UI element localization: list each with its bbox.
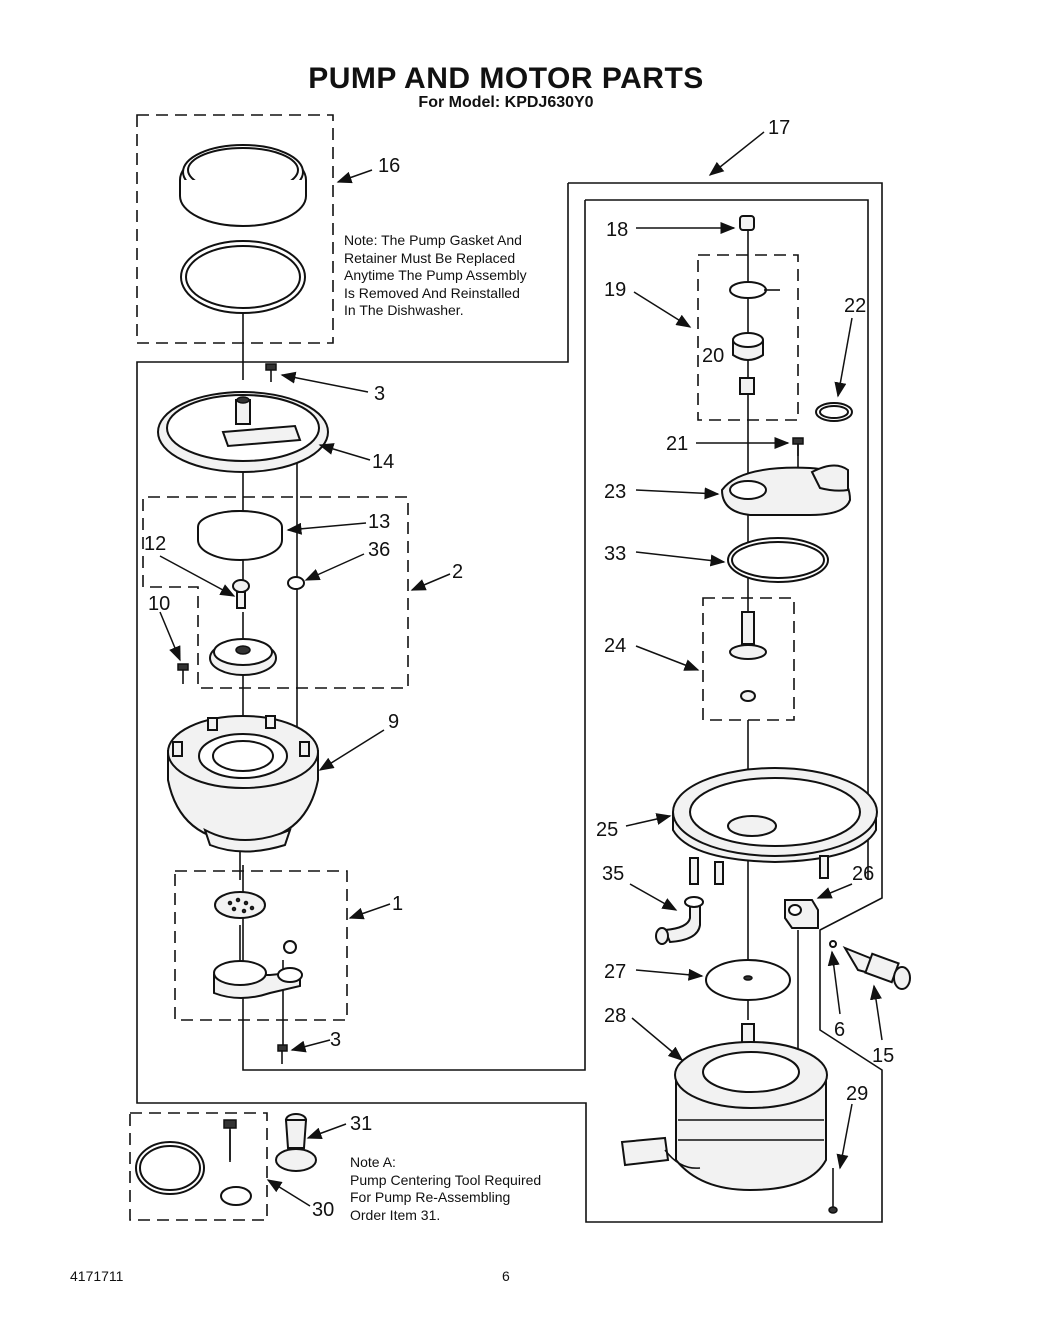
gasket-note-line: Note: The Pump Gasket And xyxy=(344,232,522,248)
chopper-housing xyxy=(213,940,303,999)
callout-31: 31 xyxy=(350,1113,372,1135)
callout-23: 23 xyxy=(604,481,626,503)
gasket-note-line: Anytime The Pump Assembly xyxy=(344,267,527,283)
note-a-line: Pump Centering Tool Required xyxy=(350,1171,542,1188)
bracket-part-26 xyxy=(784,899,819,929)
callout-36: 36 xyxy=(368,539,390,561)
gasket-note-line: Is Removed And Reinstalled xyxy=(344,284,520,301)
gasket-part-33 xyxy=(727,537,829,583)
callout-10: 10 xyxy=(148,593,170,615)
screw-part-29 xyxy=(828,1168,838,1214)
callout-24: 24 xyxy=(604,635,626,657)
impeller-group-box xyxy=(142,496,409,689)
motor-part-28 xyxy=(620,1023,828,1192)
chopper-group-box xyxy=(174,870,348,1021)
disc-part-27 xyxy=(705,959,791,1001)
nut-part-18 xyxy=(739,215,755,231)
callout-22: 22 xyxy=(844,295,866,317)
callout-1: 1 xyxy=(392,893,403,915)
pump-cover-part-14 xyxy=(157,391,329,473)
callout-15: 15 xyxy=(872,1045,894,1067)
callout-2: 2 xyxy=(452,561,463,583)
callout-35: 35 xyxy=(602,863,624,885)
callout-13: 13 xyxy=(368,511,390,533)
screw-part-10 xyxy=(177,663,189,684)
seal-part-20 xyxy=(732,332,764,395)
gasket-note-line: Retainer Must Be Replaced xyxy=(344,249,516,266)
retainer-ring xyxy=(180,240,306,314)
motor-mount-part-25 xyxy=(672,767,878,885)
note-a: Note A: Pump Centering Tool Required For… xyxy=(350,1154,541,1224)
page-title: PUMP AND MOTOR PARTS xyxy=(308,62,704,95)
washer-part-6 xyxy=(829,940,837,948)
callout-18: 18 xyxy=(606,219,628,241)
callout-9: 9 xyxy=(388,711,399,733)
plate-part-23 xyxy=(720,464,852,516)
impeller xyxy=(209,638,277,676)
callout-29: 29 xyxy=(846,1083,868,1105)
screw-part-21 xyxy=(792,437,804,456)
callout-12: 12 xyxy=(144,533,166,555)
o-ring-part-22 xyxy=(815,402,853,422)
gasket-note-line: In The Dishwasher. xyxy=(344,302,464,318)
note-a-line: Order Item 31. xyxy=(350,1206,441,1223)
ring-part-13 xyxy=(197,510,283,561)
callout-leaders xyxy=(159,131,883,1207)
callout-16: 16 xyxy=(378,155,400,177)
screw-part-3-top xyxy=(265,363,277,382)
model-subtitle: For Model: KPDJ630Y0 xyxy=(418,94,594,111)
callout-28: 28 xyxy=(604,1005,626,1027)
pump-housing-part-9 xyxy=(167,715,319,853)
callout-6: 6 xyxy=(834,1019,845,1041)
callout-26: 26 xyxy=(852,863,874,885)
callout-30: 30 xyxy=(312,1199,334,1221)
page-number: 6 xyxy=(502,1268,510,1284)
gasket-note: Note: The Pump Gasket And Retainer Must … xyxy=(344,232,527,320)
pump-gasket-part-16 xyxy=(179,144,307,227)
callout-25: 25 xyxy=(596,819,618,841)
clip-part-19 xyxy=(729,281,780,299)
gasket-retainer-box xyxy=(136,114,334,344)
callout-19: 19 xyxy=(604,279,626,301)
chopper-plate xyxy=(214,891,266,919)
centering-tool-part-31 xyxy=(275,1113,317,1172)
callout-20: 20 xyxy=(702,345,724,367)
callout-3-top: 3 xyxy=(374,383,385,405)
shaft-seal-part-24 xyxy=(729,611,767,702)
callout-labels: 16 17 18 19 20 22 3 14 21 23 13 12 36 2 … xyxy=(144,117,894,1221)
sensor-part-15 xyxy=(842,945,911,990)
bolt-part-12 xyxy=(232,579,250,609)
service-kit-box xyxy=(129,1112,268,1221)
callout-17: 17 xyxy=(768,117,790,139)
callout-33: 33 xyxy=(604,543,626,565)
note-a-line: Note A: xyxy=(350,1154,396,1170)
callout-3-bottom: 3 xyxy=(330,1029,341,1051)
hose-part-35 xyxy=(655,896,704,945)
callout-21: 21 xyxy=(666,433,688,455)
service-kit-part-30 xyxy=(135,1119,252,1206)
screw-part-3-bottom xyxy=(277,1044,288,1064)
document-number: 4171711 xyxy=(70,1268,124,1284)
o-ring-part-36 xyxy=(287,576,305,590)
callout-27: 27 xyxy=(604,961,626,983)
callout-14: 14 xyxy=(372,451,394,473)
note-a-line: For Pump Re-Assembling xyxy=(350,1189,511,1205)
